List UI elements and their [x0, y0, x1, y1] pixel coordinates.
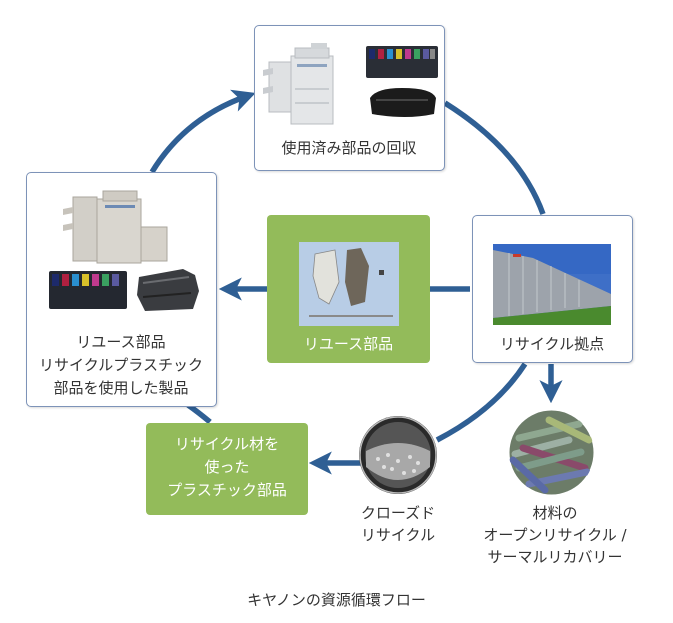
open-recycle-label: 材料の オープンリサイクル / サーマルリカバリー: [475, 502, 635, 568]
toner-cartridge-image: [137, 269, 199, 311]
products-label: リユース部品 リサイクルプラスチック 部品を使用した製品: [27, 331, 215, 400]
closed-recycle-label-line-1: クローズド: [360, 504, 436, 522]
collection-label: 使用済み部品の回収: [281, 139, 417, 157]
node-products: リユース部品 リサイクルプラスチック 部品を使用した製品: [26, 172, 217, 407]
reuse-parts-label: リユース部品: [303, 335, 394, 353]
closed-recycle-label-line-2: リサイクル: [360, 526, 436, 544]
closed-recycle-label: クローズド リサイクル: [348, 502, 448, 546]
multifunction-printer-image: [63, 190, 168, 264]
node-reuse-parts: リユース部品: [267, 215, 430, 363]
toner-cartridge-image: [370, 88, 436, 117]
edge-recycling-base-to-closed-recycle: [435, 362, 528, 443]
ink-cartridges-image: [366, 46, 438, 78]
mixed-materials-image: [509, 410, 594, 495]
edge-products-to-collection: [149, 89, 256, 174]
products-label-line-1: リユース部品: [76, 333, 166, 351]
ink-cartridges-image: [49, 271, 127, 309]
reused-metal-parts-image: [299, 242, 399, 326]
recycling-base-label: リサイクル拠点: [499, 335, 605, 353]
open-recycle-label-line-1: 材料の: [532, 504, 578, 522]
recycled-plastic-label-line-2: 使った: [204, 458, 250, 476]
diagram-caption: キヤノンの資源循環フロー: [247, 591, 426, 609]
node-recycling-base: リサイクル拠点: [472, 215, 633, 363]
recycled-plastic-label-line-1: リサイクル材を: [174, 435, 280, 453]
recycling-factory-building-image: [493, 244, 611, 325]
node-collection: 使用済み部品の回収: [254, 25, 445, 171]
recycled-plastic-label-line-3: プラスチック部品: [167, 481, 287, 499]
products-label-line-3: 部品を使用した製品: [53, 379, 189, 397]
plastic-pellets-image: [359, 416, 437, 494]
edge-collection-to-recycling-base: [443, 100, 546, 215]
products-label-line-2: リサイクルプラスチック: [39, 356, 203, 374]
open-recycle-label-line-2: オープンリサイクル /: [483, 526, 627, 544]
open-recycle-label-line-3: サーマルリカバリー: [487, 548, 623, 566]
edge-recycled-plastic-to-products: [186, 402, 212, 425]
node-recycled-plastic: リサイクル材を 使った プラスチック部品: [146, 423, 308, 515]
recycled-plastic-label: リサイクル材を 使った プラスチック部品: [146, 433, 308, 502]
multifunction-printer-image: [263, 43, 334, 125]
